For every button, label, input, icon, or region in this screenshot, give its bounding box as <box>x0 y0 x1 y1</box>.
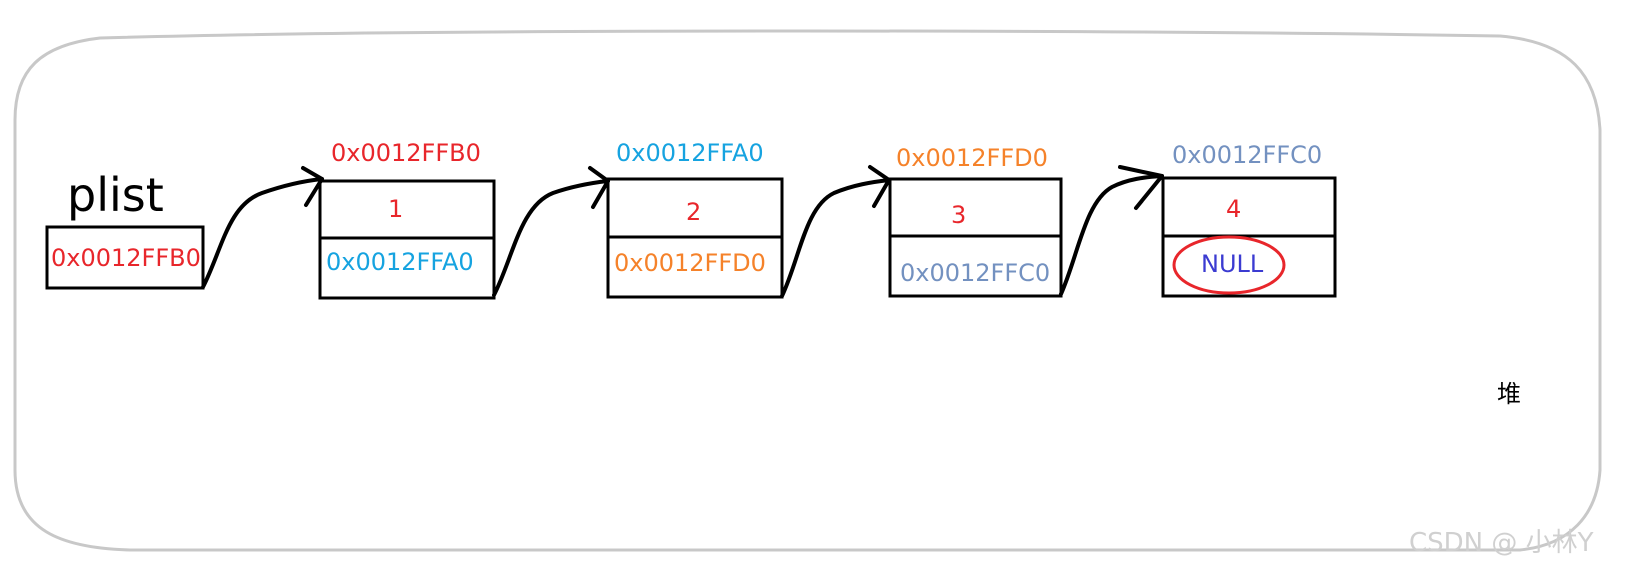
node-4 <box>1161 176 1337 298</box>
node-1-address: 0x0012FFB0 <box>331 139 481 167</box>
arrow-plist-to-node-1 <box>201 166 324 289</box>
plist-label: plist <box>67 168 164 222</box>
node-4-next: NULL <box>1201 250 1264 278</box>
arrow-node-3-to-node-4 <box>1059 165 1164 296</box>
plist-box <box>45 225 205 290</box>
node-2-address: 0x0012FFA0 <box>616 139 764 167</box>
node-2-data: 2 <box>686 198 702 226</box>
node-3-next: 0x0012FFC0 <box>900 259 1051 287</box>
node-1 <box>318 179 496 300</box>
arrow-node-1-to-node-2 <box>492 166 610 297</box>
node-2-next: 0x0012FFD0 <box>614 249 766 277</box>
heap-region <box>13 29 1602 552</box>
null-highlight-ellipse <box>1172 235 1286 295</box>
watermark: CSDN @ 小林Y <box>1409 528 1594 558</box>
node-2 <box>606 177 784 299</box>
plist-value: 0x0012FFB0 <box>51 244 201 272</box>
node-3-address: 0x0012FFD0 <box>896 144 1048 172</box>
node-1-next: 0x0012FFA0 <box>326 248 474 276</box>
node-4-address: 0x0012FFC0 <box>1172 141 1323 169</box>
node-3 <box>888 177 1063 298</box>
node-3-data: 3 <box>951 201 967 229</box>
node-1-data: 1 <box>388 195 404 223</box>
arrow-node-2-to-node-3 <box>780 165 891 298</box>
node-4-data: 4 <box>1226 195 1242 223</box>
heap-label: 堆 <box>1497 380 1521 408</box>
